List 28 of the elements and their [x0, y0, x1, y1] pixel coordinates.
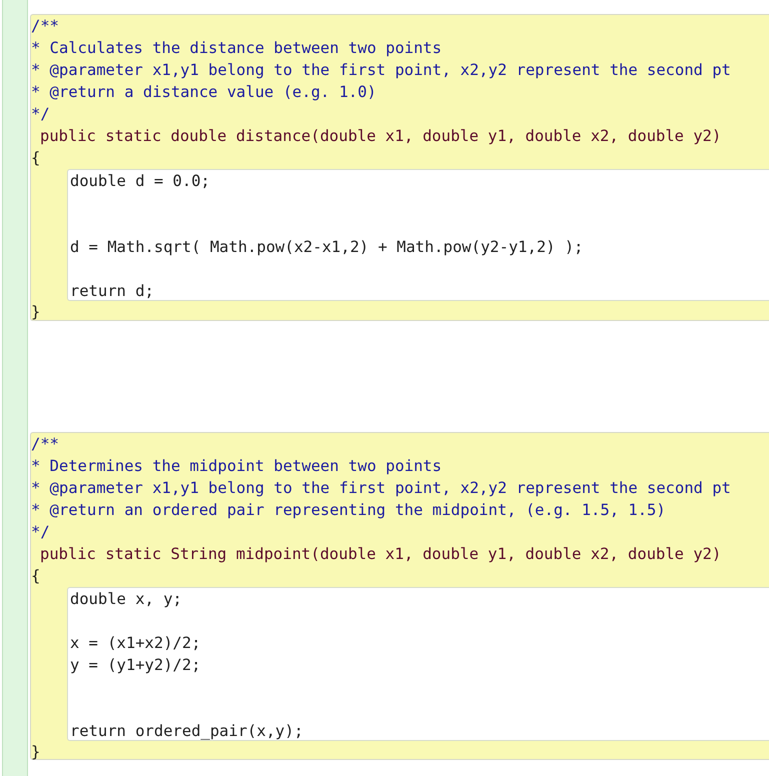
- code-line: double x, y;: [69, 589, 182, 610]
- comment-line: * @return an ordered pair representing the midpoint, (e.g. 1.5, 1.5): [31, 500, 666, 521]
- method-body-block: [67, 169, 769, 301]
- code-line: {: [31, 148, 40, 169]
- code-line: public static double distance(double x1, double y1, double x2, double y2): [39, 126, 722, 147]
- comment-line: * @return a distance value (e.g. 1.0): [31, 82, 376, 103]
- code-line: double d = 0.0;: [69, 171, 210, 192]
- comment-line: /**: [31, 16, 59, 37]
- comment-line: */: [31, 104, 50, 125]
- comment-line: * @parameter x1,y1 belong to the first point, x2,y2 represent the second pt: [31, 478, 731, 499]
- code-line: d = Math.sqrt( Math.pow(x2-x1,2) + Math.pow(y2-y1,2) );: [69, 237, 584, 258]
- code-line: }: [31, 742, 40, 763]
- method-body-block: [67, 587, 769, 741]
- comment-line: * Determines the midpoint between two points: [31, 456, 442, 477]
- code-line: return d;: [69, 281, 154, 302]
- code-line: }: [31, 302, 40, 323]
- comment-line: * Calculates the distance between two points: [31, 38, 442, 59]
- comment-line: * @parameter x1,y1 belong to the first point, x2,y2 represent the second pt: [31, 60, 731, 81]
- class-scope-panel: [3, 0, 769, 776]
- comment-line: /**: [31, 434, 59, 455]
- code-line: y = (y1+y2)/2;: [69, 655, 201, 676]
- code-line: public static String midpoint(double x1, double y1, double x2, double y2): [39, 544, 722, 565]
- code-line: {: [31, 566, 40, 587]
- method-block: [30, 432, 769, 760]
- code-line: x = (x1+x2)/2;: [69, 633, 201, 654]
- code-line: return ordered_pair(x,y);: [69, 721, 304, 742]
- comment-line: */: [31, 522, 50, 543]
- method-block: [30, 14, 769, 321]
